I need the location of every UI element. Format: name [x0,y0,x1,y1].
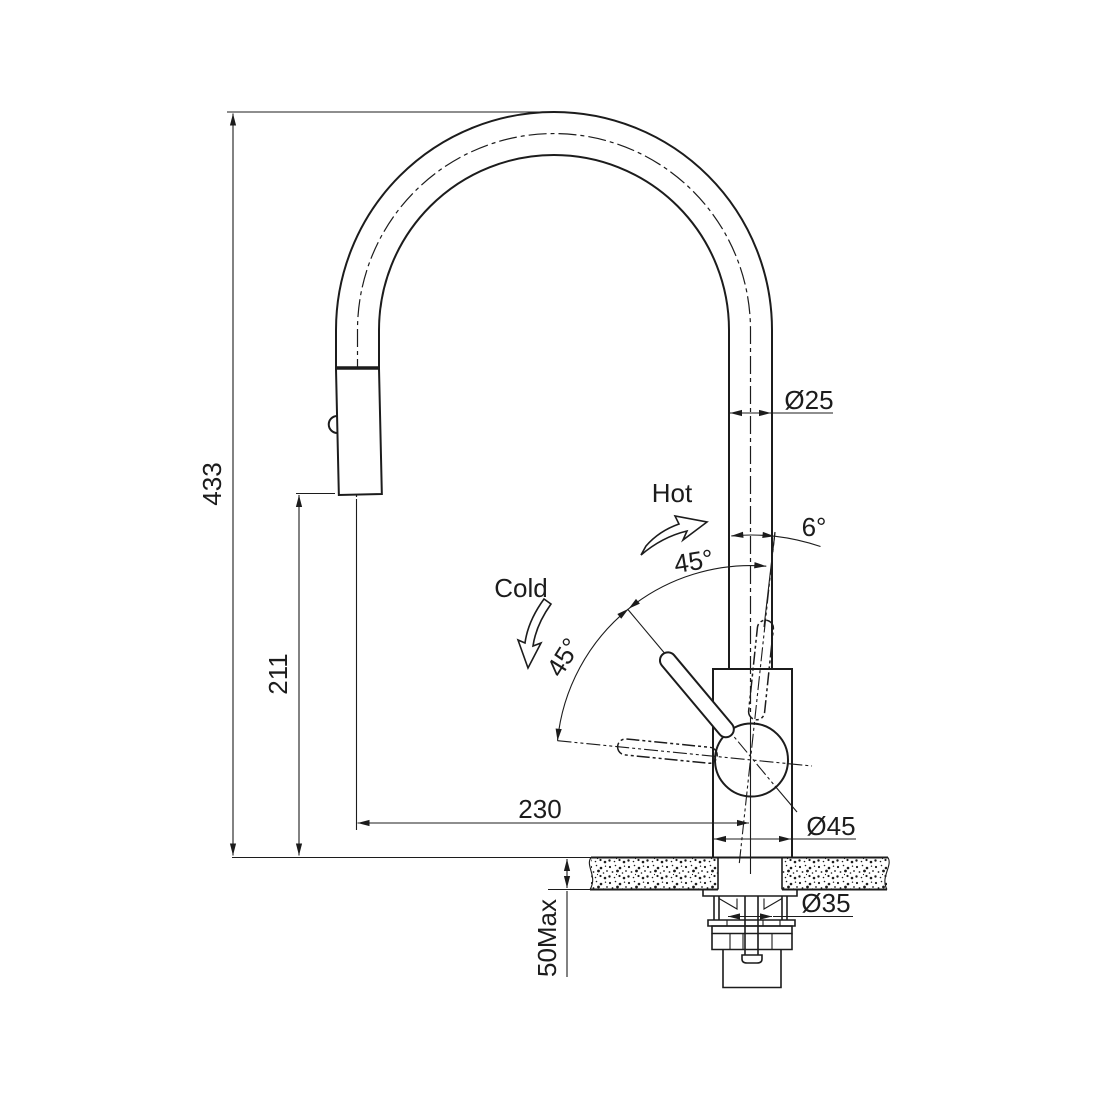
cold-label: Cold [494,573,547,603]
countertop [232,856,890,891]
centerlines [355,132,813,867]
label-angle-lower: 45° [540,633,586,682]
label-body-diameter: Ø45 [806,811,855,841]
countertop-hatch-left [591,858,718,889]
spray-head-body [335,368,383,496]
spout-arc-inner [378,154,730,331]
countertop-break-right [884,857,890,890]
horizontal-handle-centerline [557,740,813,767]
countertop-break-left [588,857,594,890]
dimension-211: 211 [263,495,303,856]
wedge-left [718,898,738,910]
spray-head [327,368,383,496]
angle-dimensions: 45° 45° 6° [540,512,826,741]
cold-rotation-arrow [516,597,553,670]
stud-cap [741,954,763,964]
angle-dimension-45deg-upper: 45° [628,543,767,610]
label-tilt-angle: 6° [802,512,827,542]
hot-label: Hot [652,478,693,508]
label-outlet-height: 211 [263,653,293,694]
faucet-outline [327,111,793,874]
rotation-annotations: Hot Cold [494,478,709,670]
angle-dimension-6deg: 6° [731,512,827,548]
label-counter-thickness: 50Max [532,899,562,977]
washer-plate-2 [711,925,793,935]
under-counter-plate [702,889,798,897]
faucet-body [712,668,793,857]
hot-rotation-arrow [640,514,709,556]
dimensions: 433 211 230 Ø25 Ø45 Ø35 50Max [197,111,856,977]
mounting-bracket-block [722,949,782,989]
angle-dimension-45deg-lower: 45° [540,608,629,741]
countertop-hatch-right [782,858,887,889]
solid-handle-centerline-ext-lower [774,785,798,813]
label-spout-reach: 230 [518,794,561,824]
washer-plate-1 [707,919,796,927]
dimension-230: 230 [357,794,749,827]
label-hole-diameter: Ø35 [801,888,850,918]
ref-line-6deg [763,531,776,628]
spout-arc-outer [335,111,773,331]
handle-lever-up-phantom [747,619,775,721]
mounting-hardware [702,889,798,989]
label-angle-upper: 45° [672,543,716,579]
spout-centerline [355,132,752,716]
dimension-dia45: Ø45 [714,811,856,843]
up-handle-centerline [738,531,776,867]
spray-head-button [327,414,338,434]
wedge-right [763,898,783,910]
handle-lever-solid [658,651,735,739]
dimension-50max: 50Max [532,859,571,977]
label-tube-diameter: Ø25 [784,385,833,415]
solid-handle-centerline-ext-upper [627,608,665,653]
dimension-dia35: Ø35 [728,888,853,920]
dimension-dia25: Ø25 [730,385,834,417]
mounting-nut [711,933,793,951]
label-overall-height: 433 [197,462,227,505]
handle-lever-horizontal-phantom [616,738,718,765]
dimension-433: 433 [197,113,237,856]
